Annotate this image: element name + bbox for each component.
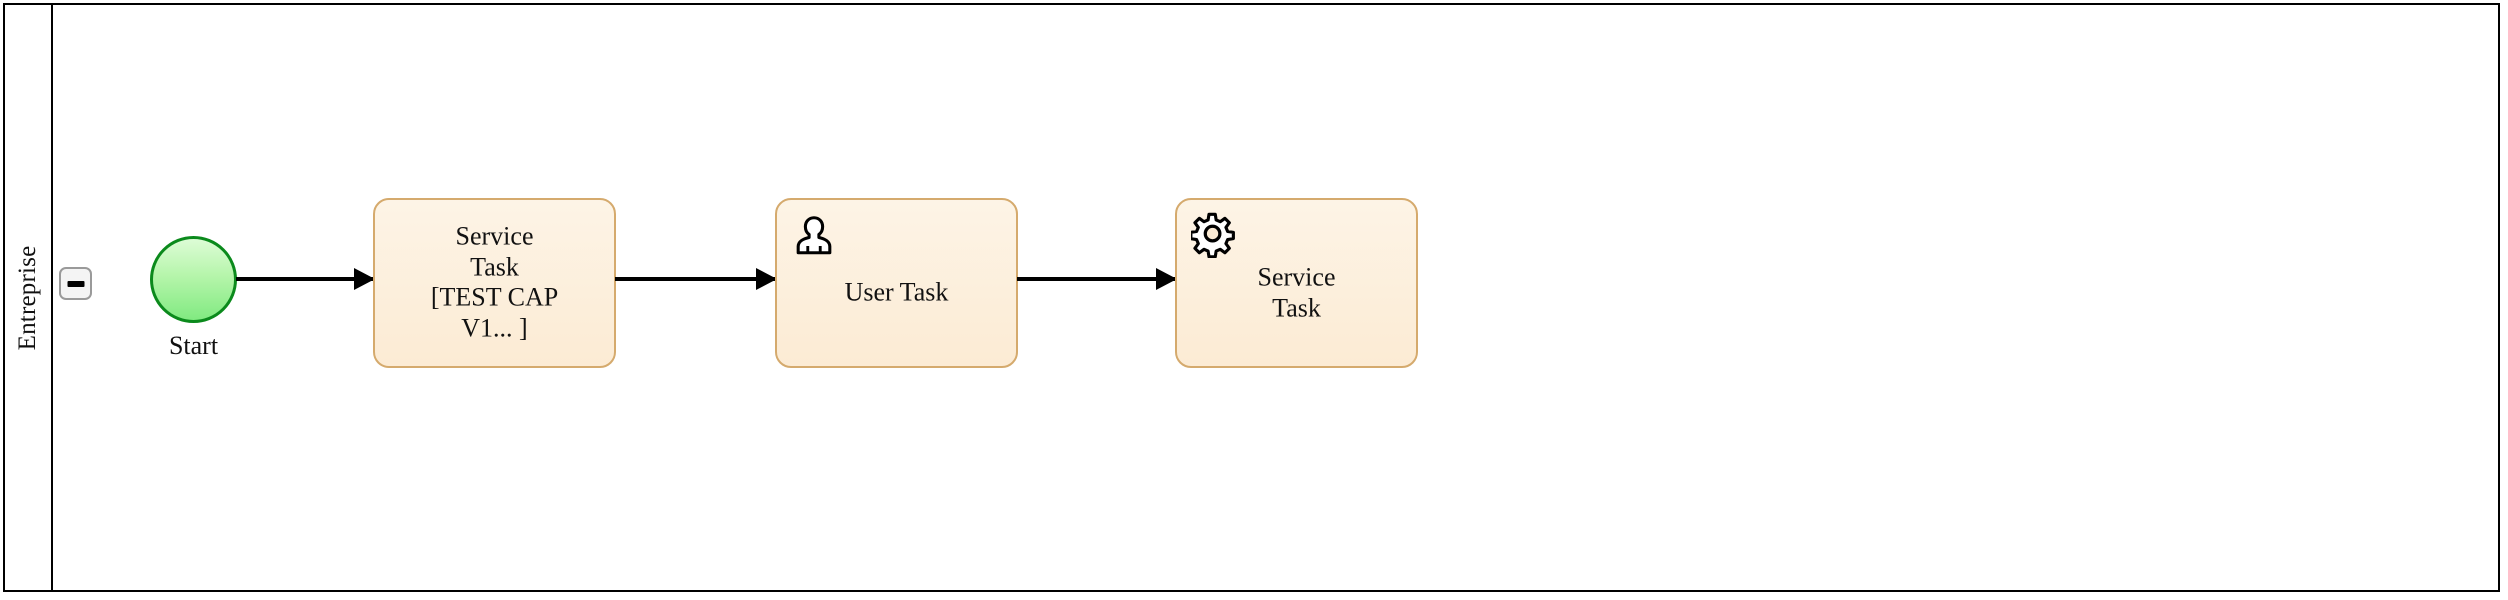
- start-event-circle: [150, 236, 237, 323]
- sequence-flow-start-to-service-task[interactable]: [236, 268, 375, 290]
- task-label: Service Task [TEST CAP V1... ]: [375, 222, 614, 345]
- pool-entreprise[interactable]: Entreprise: [3, 3, 2500, 592]
- task-service-task[interactable]: Service Task: [1175, 198, 1418, 368]
- lane-header[interactable]: Entreprise: [5, 5, 53, 590]
- task-label: User Task: [777, 278, 1016, 309]
- user-icon: [791, 212, 837, 258]
- task-label-line: Task: [470, 252, 519, 282]
- task-user-task[interactable]: User Task: [775, 198, 1018, 368]
- sequence-flow-service-task-to-user-task[interactable]: [615, 268, 777, 290]
- task-label-line: User Task: [844, 277, 949, 307]
- start-event-label: Start: [168, 331, 219, 360]
- lane-title: Entreprise: [14, 245, 41, 350]
- task-label: Service Task: [1177, 262, 1416, 323]
- arrowhead-icon: [354, 268, 375, 290]
- task-service-task-test-cap[interactable]: Service Task [TEST CAP V1... ]: [373, 198, 616, 368]
- task-label-line: Service: [455, 221, 534, 251]
- minus-icon: [67, 280, 84, 287]
- gear-icon: [1191, 212, 1237, 258]
- task-label-line: [TEST CAP: [430, 283, 559, 312]
- task-label-line: Task: [1272, 292, 1321, 322]
- arrowhead-icon: [756, 268, 777, 290]
- lane-collapse-button[interactable]: [59, 267, 92, 300]
- arrowhead-icon: [1156, 268, 1177, 290]
- start-event[interactable]: [150, 236, 237, 323]
- task-label-line: V1... ]: [461, 313, 528, 343]
- sequence-flow-user-task-to-service-task[interactable]: [1017, 268, 1177, 290]
- task-label-line: Service: [1257, 262, 1336, 292]
